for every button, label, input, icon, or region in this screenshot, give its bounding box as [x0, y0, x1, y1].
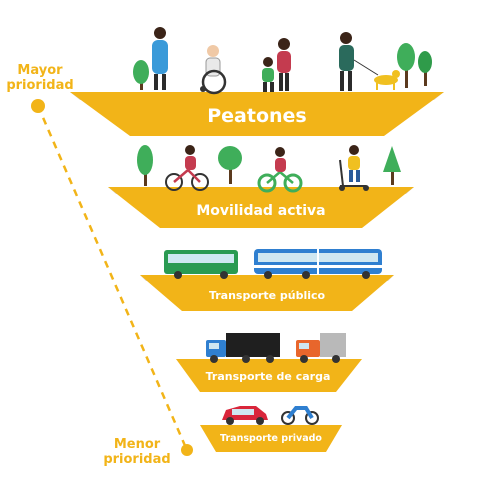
dog-walker-icon — [339, 32, 400, 91]
tree-icon — [218, 146, 242, 184]
tier-transporte-carga — [176, 333, 362, 392]
tier-label-transporte-publico: Transporte público — [208, 289, 326, 302]
priority-low-label-text: Menor prioridad — [103, 437, 171, 467]
tier-label-movilidad-activa: Movilidad activa — [196, 203, 326, 219]
priority-axis-dashed-line — [36, 105, 188, 449]
scooter-rider-icon — [339, 145, 369, 191]
priority-low-dot — [181, 444, 193, 456]
priority-high-dot — [31, 99, 45, 113]
tier-label-transporte-carga: Transporte de carga — [205, 370, 331, 383]
tier-transporte-publico — [140, 249, 394, 311]
priority-high-label: Mayor prioridad — [4, 63, 76, 93]
tree-icon — [383, 146, 401, 185]
small-truck-icon — [296, 333, 346, 363]
car-icon — [222, 406, 268, 425]
tier-movilidad-activa — [108, 145, 414, 228]
wheelchair-user-icon — [200, 45, 227, 95]
tree-icon — [397, 43, 432, 88]
woman-pedestrian-icon — [152, 27, 168, 90]
motorcycle-icon — [281, 406, 319, 425]
tier-label-transporte-privado: Transporte privado — [220, 433, 322, 444]
tree-icon — [137, 145, 153, 186]
tree-icon — [133, 60, 149, 90]
tier-label-peatones: Peatones — [207, 105, 307, 127]
tier-peatones — [70, 27, 444, 136]
priority-high-label-text: Mayor prioridad — [6, 63, 74, 93]
cargo-truck-icon — [206, 333, 280, 363]
green-bus-icon — [164, 250, 238, 279]
cyclist-icon — [257, 147, 303, 193]
tier-transporte-privado — [200, 406, 342, 452]
cyclist-icon — [165, 145, 209, 191]
priority-low-label: Menor prioridad — [100, 437, 174, 467]
family-pedestrians-icon — [262, 38, 291, 92]
articulated-bus-icon — [254, 249, 382, 279]
